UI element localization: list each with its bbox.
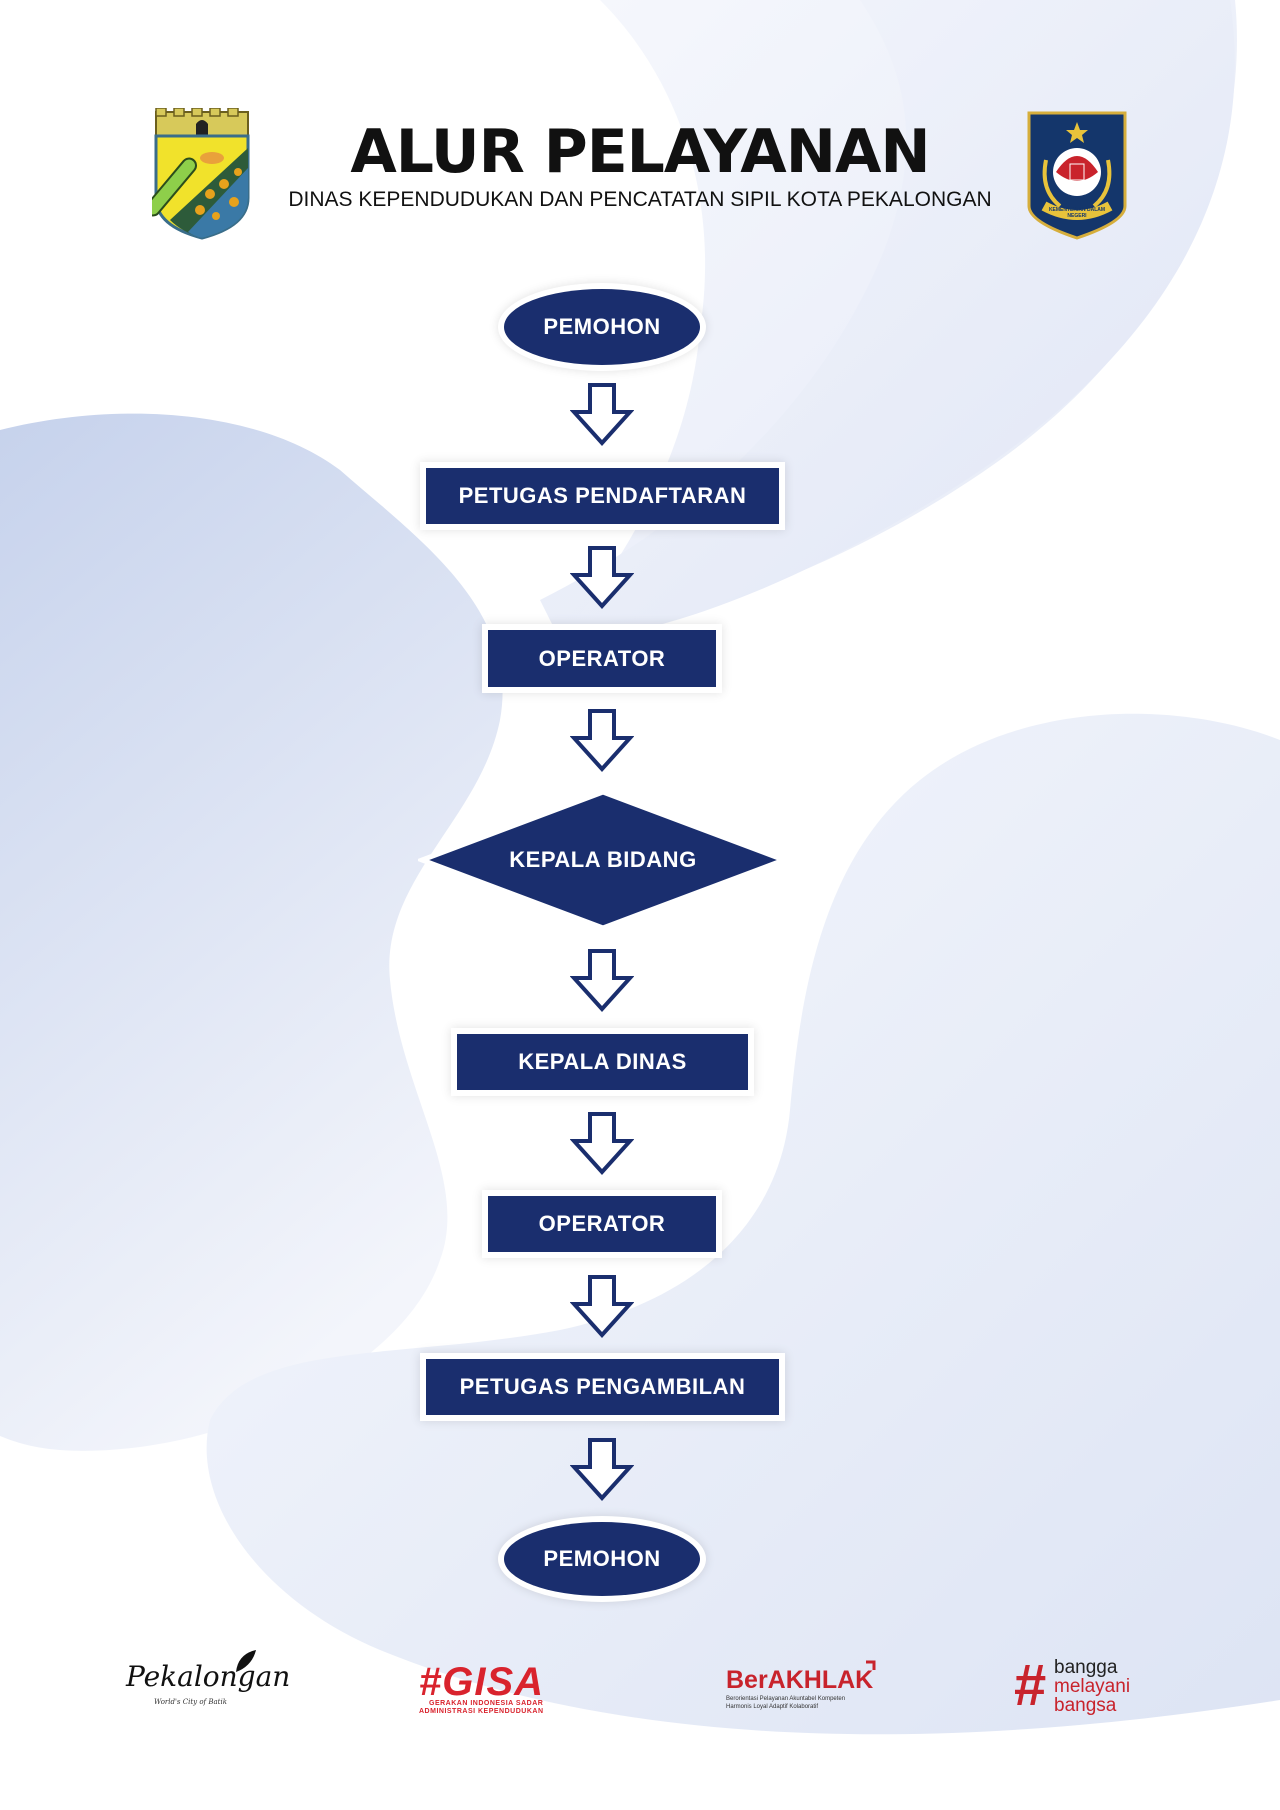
pekalongan-script: Pekalongan [126, 1660, 291, 1693]
flow-step-kepala-dinas: KEPALA DINAS [457, 1034, 748, 1090]
pekalongan-tagline: World's City of Batik [154, 1698, 227, 1706]
flow-step-operator-2: OPERATOR [488, 1196, 716, 1252]
flow-step-pemohon-end: PEMOHON [504, 1522, 700, 1596]
leaf-icon [236, 1650, 256, 1672]
flow-step-kepala-bidang: KEPALA BIDANG [418, 790, 788, 930]
gisa-line1: GERAKAN INDONESIA SADAR [429, 1700, 544, 1707]
down-arrow-icon [569, 1437, 635, 1501]
kota-pekalongan-crest-icon [145, 107, 252, 240]
flow-step-label: KEPALA BIDANG [509, 847, 697, 872]
berakhlak-title: BerAKHLAK [726, 1666, 874, 1694]
gisa-title: #GISA [419, 1660, 545, 1704]
bangga-line2: melayani [1054, 1676, 1131, 1697]
flow-step-petugas-pengambilan: PETUGAS PENGAMBILAN [426, 1359, 779, 1415]
flow-step-petugas-pendaftaran: PETUGAS PENDAFTARAN [426, 468, 779, 524]
page-subtitle: DINAS KEPENDUDUKAN DAN PENCATATAN SIPIL … [288, 188, 992, 211]
flow-step-label: PETUGAS PENGAMBILAN [459, 1374, 746, 1399]
chevron-up-right-icon [866, 1660, 876, 1670]
berakhlak-line1: Berorientasi Pelayanan Akuntabel Kompete… [726, 1696, 846, 1702]
down-arrow-icon [569, 382, 635, 446]
flow-step-label: PEMOHON [543, 1546, 661, 1571]
page-title: ALUR PELAYANAN [350, 117, 930, 187]
down-arrow-icon [569, 1111, 635, 1175]
bangga-line3: bangsa [1054, 1695, 1117, 1716]
gisa-logo: #GISA GERAKAN INDONESIA SADAR ADMINISTRA… [415, 1660, 575, 1715]
berakhlak-logo: BerAKHLAK Berorientasi Pelayanan Akuntab… [724, 1656, 884, 1712]
pekalongan-logo: Pekalongan World's City of Batik [124, 1646, 290, 1718]
berakhlak-line2: Harmonis Loyal Adaptif Kolaboratif [726, 1704, 819, 1710]
emblem-ribbon-text: KEMENTERIAN DALAM NEGERI [1048, 207, 1106, 219]
flow-step-label: OPERATOR [538, 645, 666, 671]
down-arrow-icon [569, 545, 635, 609]
bangga-melayani-bangsa-logo: # bangga melayani bangsa [1014, 1653, 1164, 1718]
flow-step-label: PETUGAS PENDAFTARAN [458, 483, 747, 508]
flow-step-label: OPERATOR [538, 1211, 666, 1236]
flow-step-label: KEPALA DINAS [518, 1049, 687, 1074]
kementerian-dalam-negeri-emblem-icon: KEMENTERIAN DALAM NEGERI [1026, 110, 1128, 240]
flow-step-operator-1: OPERATOR [488, 630, 716, 687]
down-arrow-icon [569, 708, 635, 772]
down-arrow-icon [569, 1274, 635, 1338]
flow-step-label: PEMOHON [543, 314, 661, 339]
bangga-line1: bangga [1054, 1657, 1118, 1678]
flow-step-pemohon-start: PEMOHON [504, 289, 700, 365]
down-arrow-icon [569, 948, 635, 1012]
gisa-line2: ADMINISTRASI KEPENDUDUKAN [419, 1708, 544, 1715]
bangga-hash: # [1014, 1653, 1047, 1718]
